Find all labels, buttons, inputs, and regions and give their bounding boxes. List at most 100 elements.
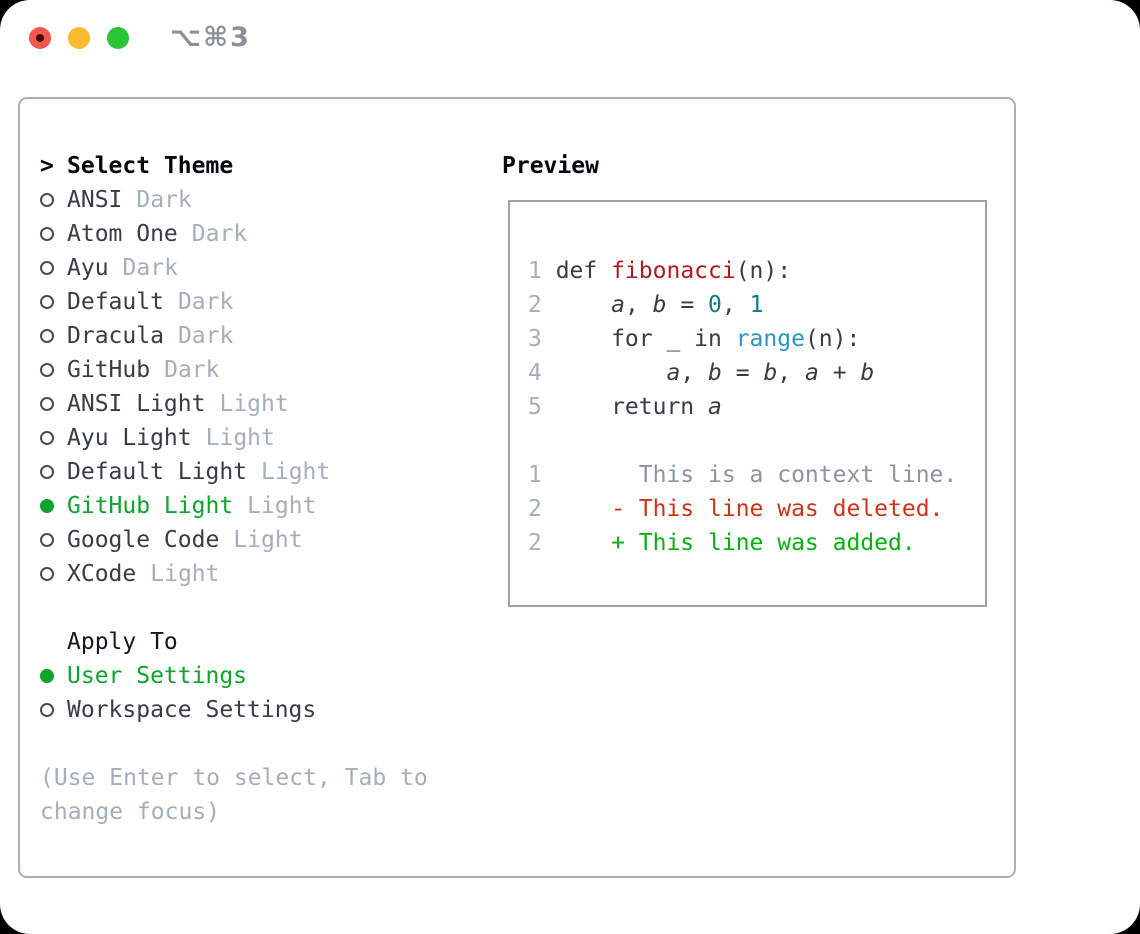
radio-cell xyxy=(40,703,67,717)
code-token: a xyxy=(708,394,722,420)
radio-cell xyxy=(40,499,67,513)
radio-icon xyxy=(40,295,54,309)
theme-name: XCode xyxy=(67,561,137,587)
radio-icon xyxy=(40,363,54,377)
code-token: for _ in xyxy=(555,326,736,352)
radio-cell xyxy=(40,363,67,377)
code-token: + xyxy=(818,360,861,386)
radio-cell xyxy=(40,329,67,343)
radio-icon xyxy=(40,567,54,581)
code-token: 0 xyxy=(708,292,722,318)
theme-option-atom-one-dark[interactable]: Atom One Dark xyxy=(40,217,484,251)
radio-icon xyxy=(40,193,54,207)
theme-option-ayu-dark[interactable]: Ayu Dark xyxy=(40,251,484,285)
code-token: a xyxy=(611,292,625,318)
apply-option-user-settings[interactable]: User Settings xyxy=(40,659,484,693)
theme-variant: Light xyxy=(205,425,275,451)
theme-variant: Dark xyxy=(164,357,220,383)
theme-option-ansi-light-light[interactable]: ANSI Light Light xyxy=(40,387,484,421)
apply-to-heading-row: Apply To xyxy=(40,625,484,659)
code-token: - This line was deleted. xyxy=(555,496,944,522)
code-token: = xyxy=(721,360,764,386)
theme-option-github-dark[interactable]: GitHub Dark xyxy=(40,353,484,387)
close-button[interactable] xyxy=(29,27,51,49)
line-number: 2 xyxy=(528,496,542,522)
code-token: a xyxy=(805,360,819,386)
theme-name: ANSI xyxy=(67,187,123,213)
theme-option-ansi-dark[interactable]: ANSI Dark xyxy=(40,183,484,217)
code-token: , xyxy=(624,292,653,318)
radio-icon xyxy=(40,227,54,241)
code-token: range xyxy=(735,326,805,352)
theme-variant: Dark xyxy=(191,221,248,247)
radio-cell xyxy=(40,465,67,479)
apply-to-heading: Apply To xyxy=(67,629,178,655)
apply-option-label: User Settings xyxy=(67,663,248,689)
theme-name: Atom One xyxy=(67,221,178,247)
line-number: 1 xyxy=(528,462,542,488)
radio-cell xyxy=(40,397,67,411)
minimize-button[interactable] xyxy=(68,27,90,49)
line-number: 2 xyxy=(528,530,542,556)
radio-cell xyxy=(40,227,67,241)
help-text: (Use Enter to select, Tab to change focu… xyxy=(40,765,428,825)
radio-cell xyxy=(40,261,67,275)
code-line: 2 a, b = 0, 1 xyxy=(528,288,985,322)
preview-heading: Preview xyxy=(502,153,599,179)
line-number: 2 xyxy=(528,292,542,318)
code-line: 5 return a xyxy=(528,390,985,424)
radio-cell xyxy=(40,431,67,445)
theme-name: Google Code xyxy=(67,527,220,553)
radio-icon xyxy=(40,703,54,717)
line-number: 1 xyxy=(528,258,542,284)
line-number: 3 xyxy=(528,326,542,352)
code-token: , xyxy=(721,292,750,318)
code-line: 4 a, b = b, a + b xyxy=(528,356,985,390)
code-token: b xyxy=(860,360,875,386)
theme-name: Ayu xyxy=(67,255,109,281)
theme-variant: Light xyxy=(219,391,289,417)
window-title-shortcut: ⌥⌘3 xyxy=(170,22,251,53)
theme-option-default-light-light[interactable]: Default Light Light xyxy=(40,455,484,489)
radio-cell xyxy=(40,669,67,683)
zoom-button[interactable] xyxy=(107,27,129,49)
diff-deleted-line: 2 - This line was deleted. xyxy=(528,492,985,526)
theme-variant: Light xyxy=(261,459,331,485)
theme-name: Ayu Light xyxy=(67,425,192,451)
theme-variant: Dark xyxy=(136,187,192,213)
theme-variant: Dark xyxy=(122,255,178,281)
code-token: b xyxy=(708,360,722,386)
theme-name: Default xyxy=(67,289,164,315)
radio-icon xyxy=(40,431,54,445)
code-token: fibonacci xyxy=(611,258,736,284)
prompt-icon: > xyxy=(40,153,54,179)
code-line: 3 for _ in range(n): xyxy=(528,322,985,356)
code-token: (n): xyxy=(804,326,861,352)
diff-added-line: 2 + This line was added. xyxy=(528,526,985,560)
code-token: b xyxy=(763,360,778,386)
theme-name: GitHub xyxy=(67,357,151,383)
code-token: return xyxy=(555,394,709,420)
theme-name: Default Light xyxy=(67,459,248,485)
theme-name: ANSI Light xyxy=(67,391,206,417)
code-token xyxy=(556,292,611,318)
line-number: 4 xyxy=(528,360,542,386)
code-token: 1 xyxy=(749,292,764,318)
select-theme-heading-row: > Select Theme xyxy=(40,149,484,183)
line-number: 5 xyxy=(528,394,542,420)
theme-option-ayu-light-light[interactable]: Ayu Light Light xyxy=(40,421,484,455)
apply-option-workspace-settings[interactable]: Workspace Settings xyxy=(40,693,484,727)
